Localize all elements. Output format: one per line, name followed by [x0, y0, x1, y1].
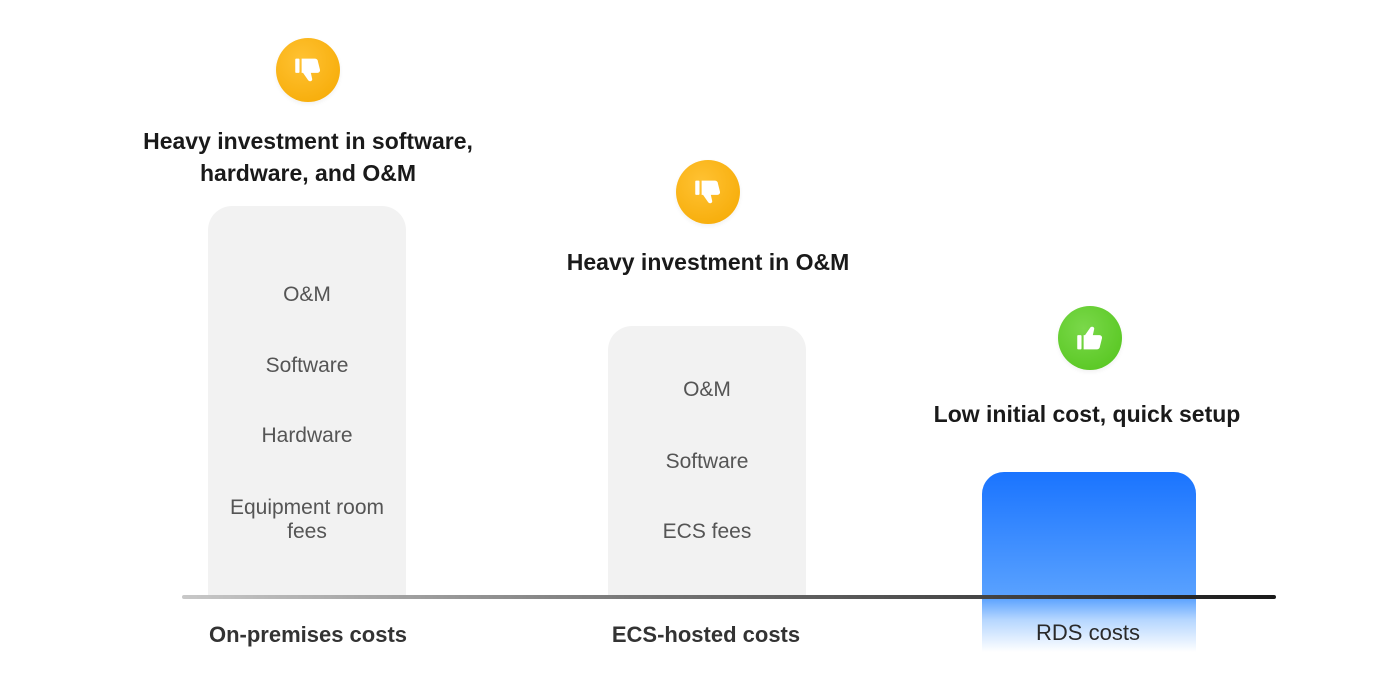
on-premises-headline: Heavy investment in software, hardware, …	[108, 125, 508, 189]
ecs-item-om: O&M	[683, 378, 731, 401]
on-premises-headline-line2: hardware, and O&M	[200, 160, 416, 186]
ecs-headline: Heavy investment in O&M	[566, 249, 850, 275]
on-premises-item-hardware: Hardware	[261, 424, 353, 447]
on-premises-headline-line1: Heavy investment in software,	[143, 128, 473, 154]
on-premises-item-om: O&M	[283, 283, 331, 306]
ecs-category-label: ECS-hosted costs	[611, 622, 801, 647]
on-premises-item-software: Software	[265, 354, 349, 377]
on-premises-item-equipment-room: Equipment room	[229, 496, 385, 519]
ecs-cost-bar: O&M Software ECS fees	[608, 326, 806, 596]
baseline-axis	[182, 595, 1276, 599]
on-premises-item-fees: fees	[287, 520, 327, 543]
rds-category-label: RDS costs	[1036, 620, 1140, 645]
on-premises-category-label: On-premises costs	[208, 622, 408, 647]
rds-headline: Low initial cost, quick setup	[933, 401, 1241, 427]
thumbs-down-icon	[276, 38, 340, 102]
thumbs-down-icon	[676, 160, 740, 224]
ecs-item-software: Software	[665, 450, 749, 473]
thumbs-up-icon	[1058, 306, 1122, 370]
rds-cost-bar	[982, 472, 1196, 652]
on-premises-cost-bar: O&M Software Hardware Equipment room fee…	[208, 206, 406, 596]
ecs-item-ecs-fees: ECS fees	[662, 520, 752, 543]
